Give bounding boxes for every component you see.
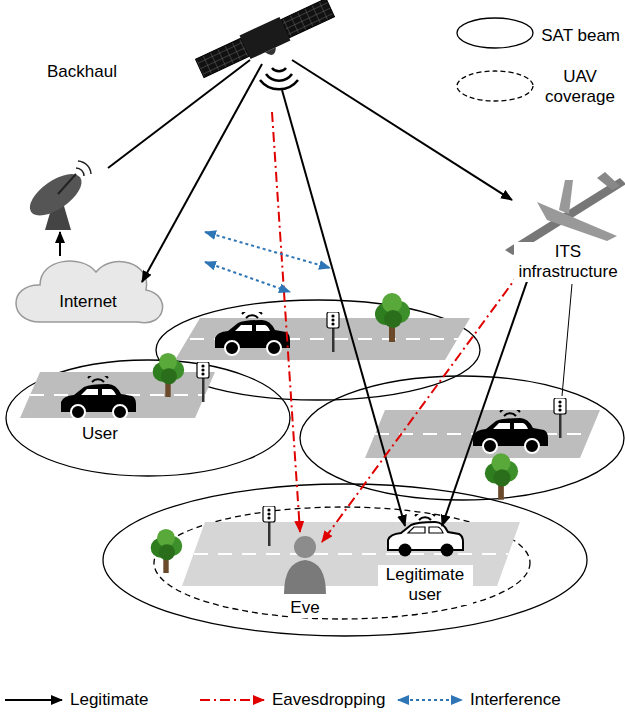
annotation: Backhaul bbox=[45, 62, 119, 82]
traffic-light bbox=[327, 312, 339, 352]
sat-beam bbox=[103, 484, 587, 636]
car bbox=[473, 407, 548, 453]
traffic-light bbox=[263, 506, 275, 546]
node-label: Internet bbox=[57, 292, 119, 312]
node-label: Eve bbox=[288, 598, 321, 618]
legend-entry: Eavesdropping bbox=[270, 690, 387, 710]
tree bbox=[153, 353, 185, 397]
uav-coverage-sample bbox=[457, 71, 533, 101]
cloud bbox=[16, 261, 163, 323]
car bbox=[215, 309, 290, 355]
legend-entry: UAV coverage bbox=[540, 67, 620, 108]
satellite bbox=[194, 0, 338, 85]
node-label: User bbox=[80, 424, 120, 444]
node-label: Legitimate user bbox=[378, 565, 473, 606]
road bbox=[20, 372, 215, 418]
interference-link bbox=[205, 232, 330, 268]
interference-link bbox=[205, 262, 290, 292]
ground-station bbox=[23, 161, 91, 230]
annotation: ITS infrastructure bbox=[514, 242, 622, 283]
sat-beams bbox=[6, 300, 624, 636]
legend-entry: Interference bbox=[468, 690, 563, 710]
node-text: Legitimate user bbox=[378, 565, 473, 606]
node-text: Eve bbox=[288, 598, 321, 618]
leader-line bbox=[562, 284, 572, 396]
tree bbox=[375, 293, 410, 342]
legend-text: Eavesdropping bbox=[270, 690, 387, 710]
road-markings bbox=[30, 339, 590, 554]
interference-links bbox=[205, 232, 330, 292]
legend-entry: SAT beam bbox=[539, 26, 622, 46]
roads bbox=[20, 318, 600, 586]
eavesdropping-link bbox=[322, 256, 532, 542]
label-box: ITS infrastructure bbox=[514, 242, 622, 283]
signal-waves bbox=[260, 68, 298, 89]
legend-text: SAT beam bbox=[539, 26, 622, 46]
eavesdropping-sample bbox=[200, 699, 264, 701]
sat-beam-sample bbox=[457, 18, 533, 48]
legend-text: UAV coverage bbox=[540, 67, 620, 108]
uav-coverage bbox=[154, 507, 530, 619]
label-box: Backhaul bbox=[45, 62, 119, 82]
eavesdropper-icon bbox=[284, 536, 326, 594]
sat-beam bbox=[300, 376, 624, 500]
car bbox=[61, 373, 136, 419]
legitimate-car bbox=[388, 511, 463, 556]
node-text: Internet bbox=[57, 292, 119, 312]
tree bbox=[485, 453, 518, 500]
interference-sample bbox=[398, 699, 462, 701]
sat-beam bbox=[6, 360, 290, 476]
legitimate-links bbox=[60, 60, 540, 526]
legitimate-link bbox=[282, 90, 405, 526]
traffic-light bbox=[554, 398, 566, 438]
legitimate-link bbox=[142, 64, 262, 282]
tree bbox=[151, 529, 183, 573]
legitimate-link bbox=[442, 244, 540, 526]
legend-text: Legitimate bbox=[68, 690, 150, 710]
backhaul-link bbox=[108, 60, 250, 168]
legend-entry: Legitimate bbox=[68, 690, 150, 710]
legend-text: Interference bbox=[468, 690, 563, 710]
traffic-light bbox=[197, 362, 209, 402]
legitimate-link bbox=[292, 60, 512, 200]
node-text: User bbox=[80, 424, 120, 444]
eavesdropping-links bbox=[272, 112, 532, 542]
internet-link bbox=[59, 232, 61, 256]
legitimate-sample bbox=[5, 699, 62, 701]
eavesdropping-link bbox=[272, 112, 300, 532]
